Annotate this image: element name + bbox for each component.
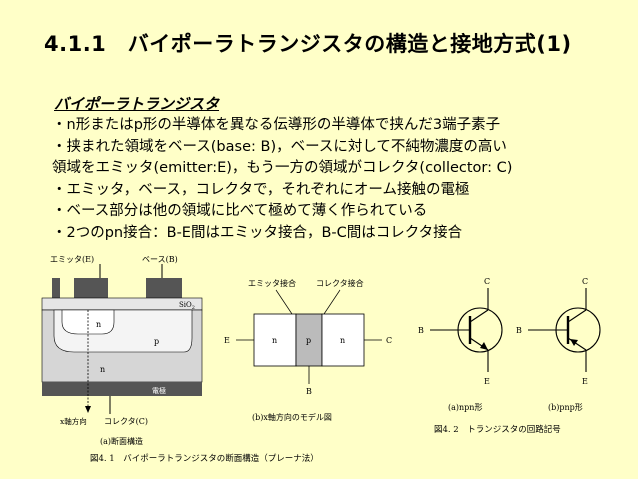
npn-b-label: B xyxy=(418,326,424,335)
collector-region-label: n xyxy=(100,365,105,374)
bullet-item: ・2つのpn接合：B-E間はエミッタ接合，B-C間はコレクタ接合 xyxy=(52,224,463,241)
npn-c-label: C xyxy=(484,277,490,286)
base-region-label: p xyxy=(154,337,159,346)
bullet-item: ・挟まれた領域をベース(base: B)，ベースに対して不純物濃度の高い xyxy=(52,138,507,155)
electrode-label: 電極 xyxy=(152,386,166,395)
model-n2: n xyxy=(340,336,345,345)
circuit-symbols-figure: C B E (a)npn形 C B E (b)pnp形 図4. 2 トランジスタ… xyxy=(418,277,601,435)
model-c: C xyxy=(386,336,392,345)
emitter-region-label: n xyxy=(96,320,101,329)
pnp-c-label: C xyxy=(582,277,588,286)
emitter-junction-label: エミッタ接合 xyxy=(248,278,296,288)
npn-e-label: E xyxy=(484,377,490,386)
pnp-b-label: B xyxy=(516,326,522,335)
figure-b-caption: (b)x軸方向のモデル図 xyxy=(252,412,332,422)
bullet-item: ・エミッタ，ベース，コレクタで，それぞれにオーム接触の電極 xyxy=(52,181,470,198)
bullet-item: ・ベース部分は他の領域に比べて極めて薄く作られている xyxy=(52,203,428,219)
sio2-label: SiO2 xyxy=(179,301,195,311)
page-title: 4.1.1 バイポーラトランジスタの構造と接地方式(1) xyxy=(44,32,572,56)
model-b: B xyxy=(306,387,312,396)
model-n1: n xyxy=(272,336,277,345)
base-terminal-label: ベース(B) xyxy=(142,255,178,264)
model-e: E xyxy=(224,336,230,345)
bullet-item: ・n形またはp形の半導体を異なる伝導形の半導体で挟んだ3端子素子 xyxy=(52,117,501,133)
npn-caption: (a)npn形 xyxy=(448,403,482,412)
bullet-list: ・n形またはp形の半導体を異なる伝導形の半導体で挟んだ3端子素子 ・挟まれた領域… xyxy=(52,115,632,244)
x-axis-label: x軸方向 xyxy=(60,416,87,426)
bullet-item: 領域をエミッタ(emitter:E)，もう一方の領域がコレクタ(collecto… xyxy=(52,160,513,176)
figure-2-caption: 図4. 2 トランジスタの回路記号 xyxy=(434,424,561,435)
collector-junction-label: コレクタ接合 xyxy=(316,278,364,288)
model-p: p xyxy=(306,336,311,345)
model-figure: エミッタ接合 コレクタ接合 n p n E C B (b)x軸方向のモデル図 xyxy=(224,278,392,422)
pnp-e-label: E xyxy=(582,377,588,386)
cross-section-figure: エミッタ(E) ベース(B) SiO2 n p n 電極 x軸方向 コレクタ(C… xyxy=(41,255,203,446)
section-heading: バイポーラトランジスタ xyxy=(54,95,220,113)
figure-a-caption: (a)断面構造 xyxy=(100,436,143,446)
figure-1-caption: 図4. 1 バイポーラトランジスタの断面構造（プレーナ法） xyxy=(90,453,319,464)
figure-1-caption-box: 図4. 1 バイポーラトランジスタの断面構造（プレーナ法） xyxy=(90,453,319,464)
pnp-caption: (b)pnp形 xyxy=(548,403,583,412)
emitter-terminal-label: エミッタ(E) xyxy=(50,255,94,264)
collector-terminal-label: コレクタ(C) xyxy=(104,417,148,426)
